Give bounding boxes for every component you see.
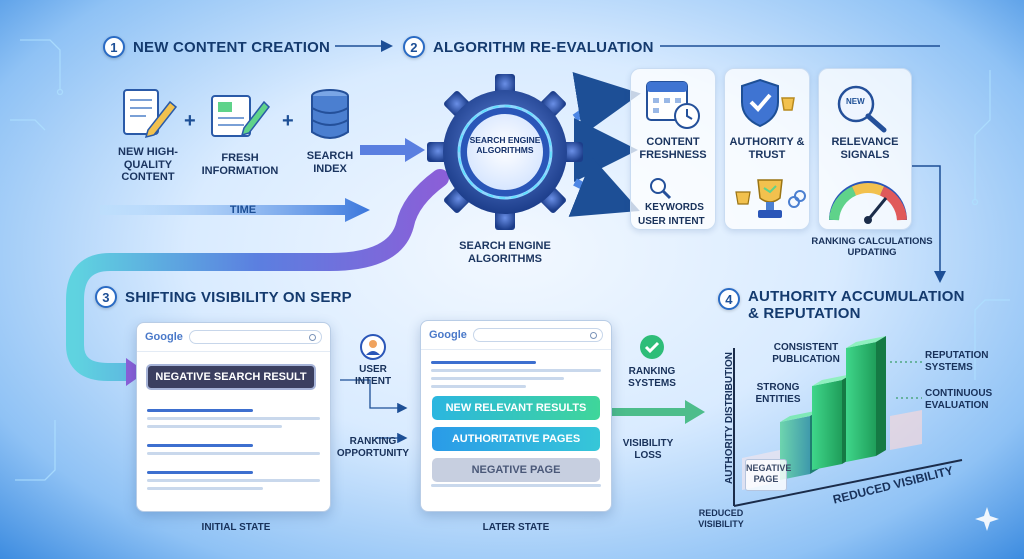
authority-trust-label: AUTHORITY & TRUST	[729, 136, 805, 161]
result-line	[147, 452, 320, 455]
reputation-systems-label: REPUTATION SYSTEMS	[925, 350, 989, 373]
search-input[interactable]	[188, 330, 322, 344]
negative-page-box: NEGATIVE PAGE	[745, 459, 791, 491]
consistent-publication-label: CONSISTENT PUBLICATION	[772, 342, 840, 365]
user-icon	[360, 334, 386, 360]
plus-sign: +	[184, 110, 196, 132]
step-3-number: 3	[95, 286, 117, 308]
relevance-signals-label: RELEVANCE SIGNALS	[831, 136, 899, 161]
step-1-title: 1 NEW CONTENT CREATION	[103, 36, 330, 58]
search-index-label: SEARCH INDEX	[306, 150, 354, 175]
serp-initial: Google	[136, 322, 331, 512]
authority-distribution-axis: AUTHORITY DISTRIBUTION	[724, 351, 735, 485]
google-logo-2: Google	[429, 329, 467, 341]
step-1-number: 1	[103, 36, 125, 58]
later-state-label: LATER STATE	[482, 522, 550, 533]
initial-state-label: INITIAL STATE	[201, 522, 271, 533]
result-line	[147, 425, 283, 428]
continuous-evaluation-label: CONTINUOUS EVALUATION	[925, 388, 993, 411]
user-intent-tag: USER INTENT	[638, 216, 705, 227]
time-label: TIME	[229, 204, 257, 216]
step-3-label: SHIFTING VISIBILITY ON SERP	[125, 288, 352, 306]
step-4-number: 4	[718, 288, 740, 310]
step-2-label: ALGORITHM RE-EVALUATION	[433, 38, 654, 56]
result-line	[147, 471, 254, 474]
user-intent-label: USER INTENT	[354, 364, 392, 387]
algorithms-caption: SEARCH ENGINE ALGORITHMS	[459, 240, 551, 265]
visibility-loss-label: VISIBILITY LOSS	[622, 438, 674, 461]
fresh-info-label: FRESH INFORMATION	[201, 152, 279, 177]
step-4-label: AUTHORITY ACCUMULATION	[748, 288, 965, 305]
fresh-info-icon	[211, 95, 270, 137]
bar-fading	[890, 410, 922, 450]
result-line	[431, 484, 601, 487]
step-2-title: 2 ALGORITHM RE-EVALUATION	[403, 36, 654, 58]
step-1-label: NEW CONTENT CREATION	[133, 38, 331, 56]
result-line	[147, 479, 320, 482]
ranking-systems-label: RANKING SYSTEMS	[628, 366, 676, 389]
shield-check-icon	[741, 78, 795, 128]
document-pencil-icon	[123, 89, 178, 139]
result-line	[431, 369, 601, 372]
search-input-2[interactable]	[472, 328, 603, 342]
authoritative-pages[interactable]: AUTHORITATIVE PAGES	[432, 427, 600, 451]
step-4-label-2: & REPUTATION	[748, 305, 861, 323]
result-line	[147, 487, 263, 490]
bar-consistent	[846, 336, 886, 462]
strong-entities-label: STRONG ENTITIES	[755, 382, 801, 405]
plus-sign-2: +	[282, 110, 294, 132]
calendar-clock-icon	[646, 81, 700, 129]
new-badge: NEW	[846, 97, 865, 106]
result-line	[147, 444, 254, 447]
gear-icon	[427, 74, 583, 230]
step-2-number: 2	[403, 36, 425, 58]
negative-page-result[interactable]: NEGATIVE PAGE	[432, 458, 600, 482]
trophy-icon	[735, 179, 806, 218]
result-line	[431, 377, 564, 380]
keywords-label: KEYWORDS	[645, 202, 704, 213]
ranking-check-icon	[640, 335, 664, 359]
result-line	[147, 417, 320, 420]
gauge-icon	[829, 181, 907, 224]
new-relevant-results[interactable]: NEW RELEVANT RESULTS	[432, 396, 600, 420]
reduced-visibility-small: REDUCED VISIBILITY	[698, 508, 744, 529]
gear-core-label: SEARCH ENGINE ALGORITHMS	[469, 135, 541, 155]
result-line	[431, 361, 536, 364]
result-line	[147, 409, 254, 412]
ranking-opportunity-label: RANKING OPPORTUNITY	[336, 436, 410, 459]
relevance-magnifier-icon	[837, 85, 887, 133]
search-bar: Google	[137, 323, 330, 352]
negative-search-result[interactable]: NEGATIVE SEARCH RESULT	[146, 364, 316, 390]
sparkle-icon	[975, 507, 999, 531]
step-4-title: 4 AUTHORITY ACCUMULATION & REPUTATION	[718, 288, 965, 323]
step-3-title: 3 SHIFTING VISIBILITY ON SERP	[95, 286, 352, 308]
result-line	[431, 385, 526, 388]
keyword-magnifier-icon	[650, 178, 672, 200]
content-freshness-label: CONTENT FRESHNESS	[639, 136, 707, 161]
google-logo: Google	[145, 331, 183, 343]
database-icon	[311, 89, 349, 139]
new-content-label: NEW HIGH-QUALITY CONTENT	[118, 146, 178, 184]
search-bar-2: Google	[421, 321, 611, 350]
ranking-calc-label: RANKING CALCULATIONS UPDATING	[811, 236, 933, 259]
